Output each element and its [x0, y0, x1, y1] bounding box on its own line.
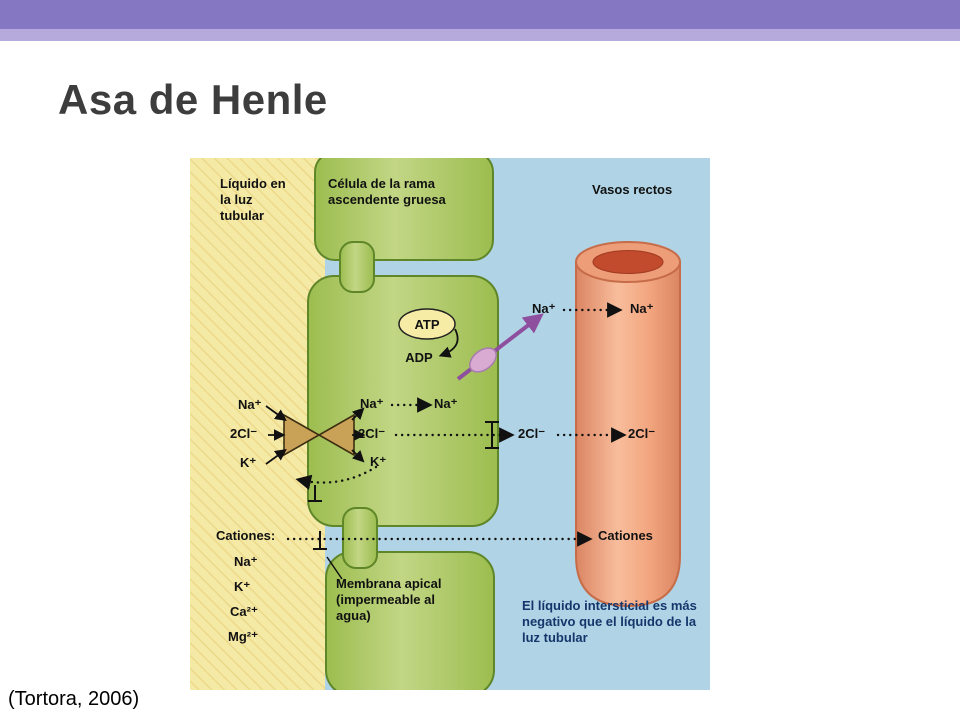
adp-label: ADP	[405, 350, 433, 365]
transport-arrows	[286, 302, 627, 547]
page-title: Asa de Henle	[58, 76, 328, 123]
apical-leader-line	[326, 556, 343, 580]
junction-markers	[308, 421, 499, 550]
vasa-recta-tube	[575, 241, 681, 608]
apical-membrane-note: Membrana apical (impermeable al agua)	[336, 576, 442, 623]
lumen-region	[190, 158, 325, 690]
cation-ca-label: Ca²⁺	[230, 604, 258, 619]
atp-label: ATP	[414, 317, 440, 332]
henle-figure	[190, 158, 710, 690]
header-bar	[0, 0, 960, 29]
k-cell-label: K⁺	[370, 454, 387, 469]
pump-protein	[469, 347, 497, 373]
cl-lumen-label: 2Cl⁻	[230, 426, 258, 441]
na-lumen-label: Na⁺	[238, 397, 262, 412]
atp-hydrolysis	[398, 308, 459, 358]
na-cell-arrow-label: Na⁺	[434, 396, 458, 411]
na-interstitial-label: Na⁺	[532, 301, 556, 316]
cation-k-label: K⁺	[234, 579, 251, 594]
ascending-limb-cell	[307, 158, 499, 690]
symporter-arrows	[265, 405, 366, 465]
citation: (Tortora, 2006)	[8, 688, 140, 710]
cell-label: Célula de la rama ascendente gruesa	[328, 176, 446, 207]
henle-diagram: Líquido en la luz tubular Célula de la r…	[190, 158, 710, 690]
na-tube-label: Na⁺	[630, 301, 654, 316]
na-cell-label: Na⁺	[360, 396, 384, 411]
cation-mg-label: Mg²⁺	[228, 629, 258, 644]
atp-oval	[398, 308, 456, 340]
header-accent-bar	[0, 29, 960, 41]
sodium-pump	[456, 313, 544, 381]
cl-tube-label: 2Cl⁻	[628, 426, 656, 441]
cations-heading: Cationes:	[216, 528, 276, 543]
cation-na-label: Na⁺	[234, 554, 258, 569]
k-lumen-label: K⁺	[240, 455, 257, 470]
cl-interstitial-label: 2Cl⁻	[518, 426, 546, 441]
vasa-recta-label: Vasos rectos	[592, 182, 673, 197]
cl-cell-label: 2Cl⁻	[358, 426, 386, 441]
atp-to-adp-arrow	[438, 328, 459, 358]
lumen-label: Líquido en la luz tubular	[220, 176, 286, 223]
interstitial-note: El líquido intersticial es más negativo …	[522, 598, 697, 645]
cations-right-label: Cationes	[598, 528, 653, 543]
